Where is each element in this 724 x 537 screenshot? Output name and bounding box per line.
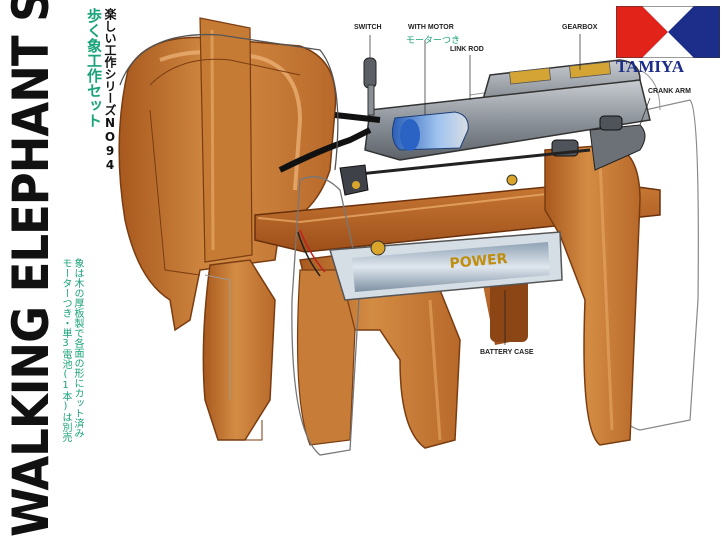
label-battery-case: BATTERY CASE [480, 349, 534, 356]
label-gearbox: GEARBOX [562, 24, 598, 31]
description-line-1: 象は木の厚板製で各面の形にカット済み [72, 258, 83, 438]
description-line-2: モーターつき・単3電池(1本)は別売 [60, 258, 71, 442]
battery-label: POWER [449, 251, 508, 272]
label-link-rod: LINK ROD [450, 46, 484, 53]
product-title: WALKING ELEPHANT SET [2, 0, 60, 537]
label-with-motor-jp: モーターつき [406, 36, 461, 46]
label-crank-arm: CRANK ARM [648, 88, 691, 95]
tamiya-star-logo [616, 6, 720, 58]
brand-name: TAMIYA [616, 57, 685, 76]
label-switch: SWITCH [354, 24, 382, 31]
elephant-illustration: POWER [118, 17, 699, 456]
japanese-title: 歩く象工作セット [85, 8, 103, 128]
series-text: 楽しい工作シリーズNO94 [103, 8, 117, 172]
label-with-motor: WITH MOTOR [408, 24, 454, 31]
